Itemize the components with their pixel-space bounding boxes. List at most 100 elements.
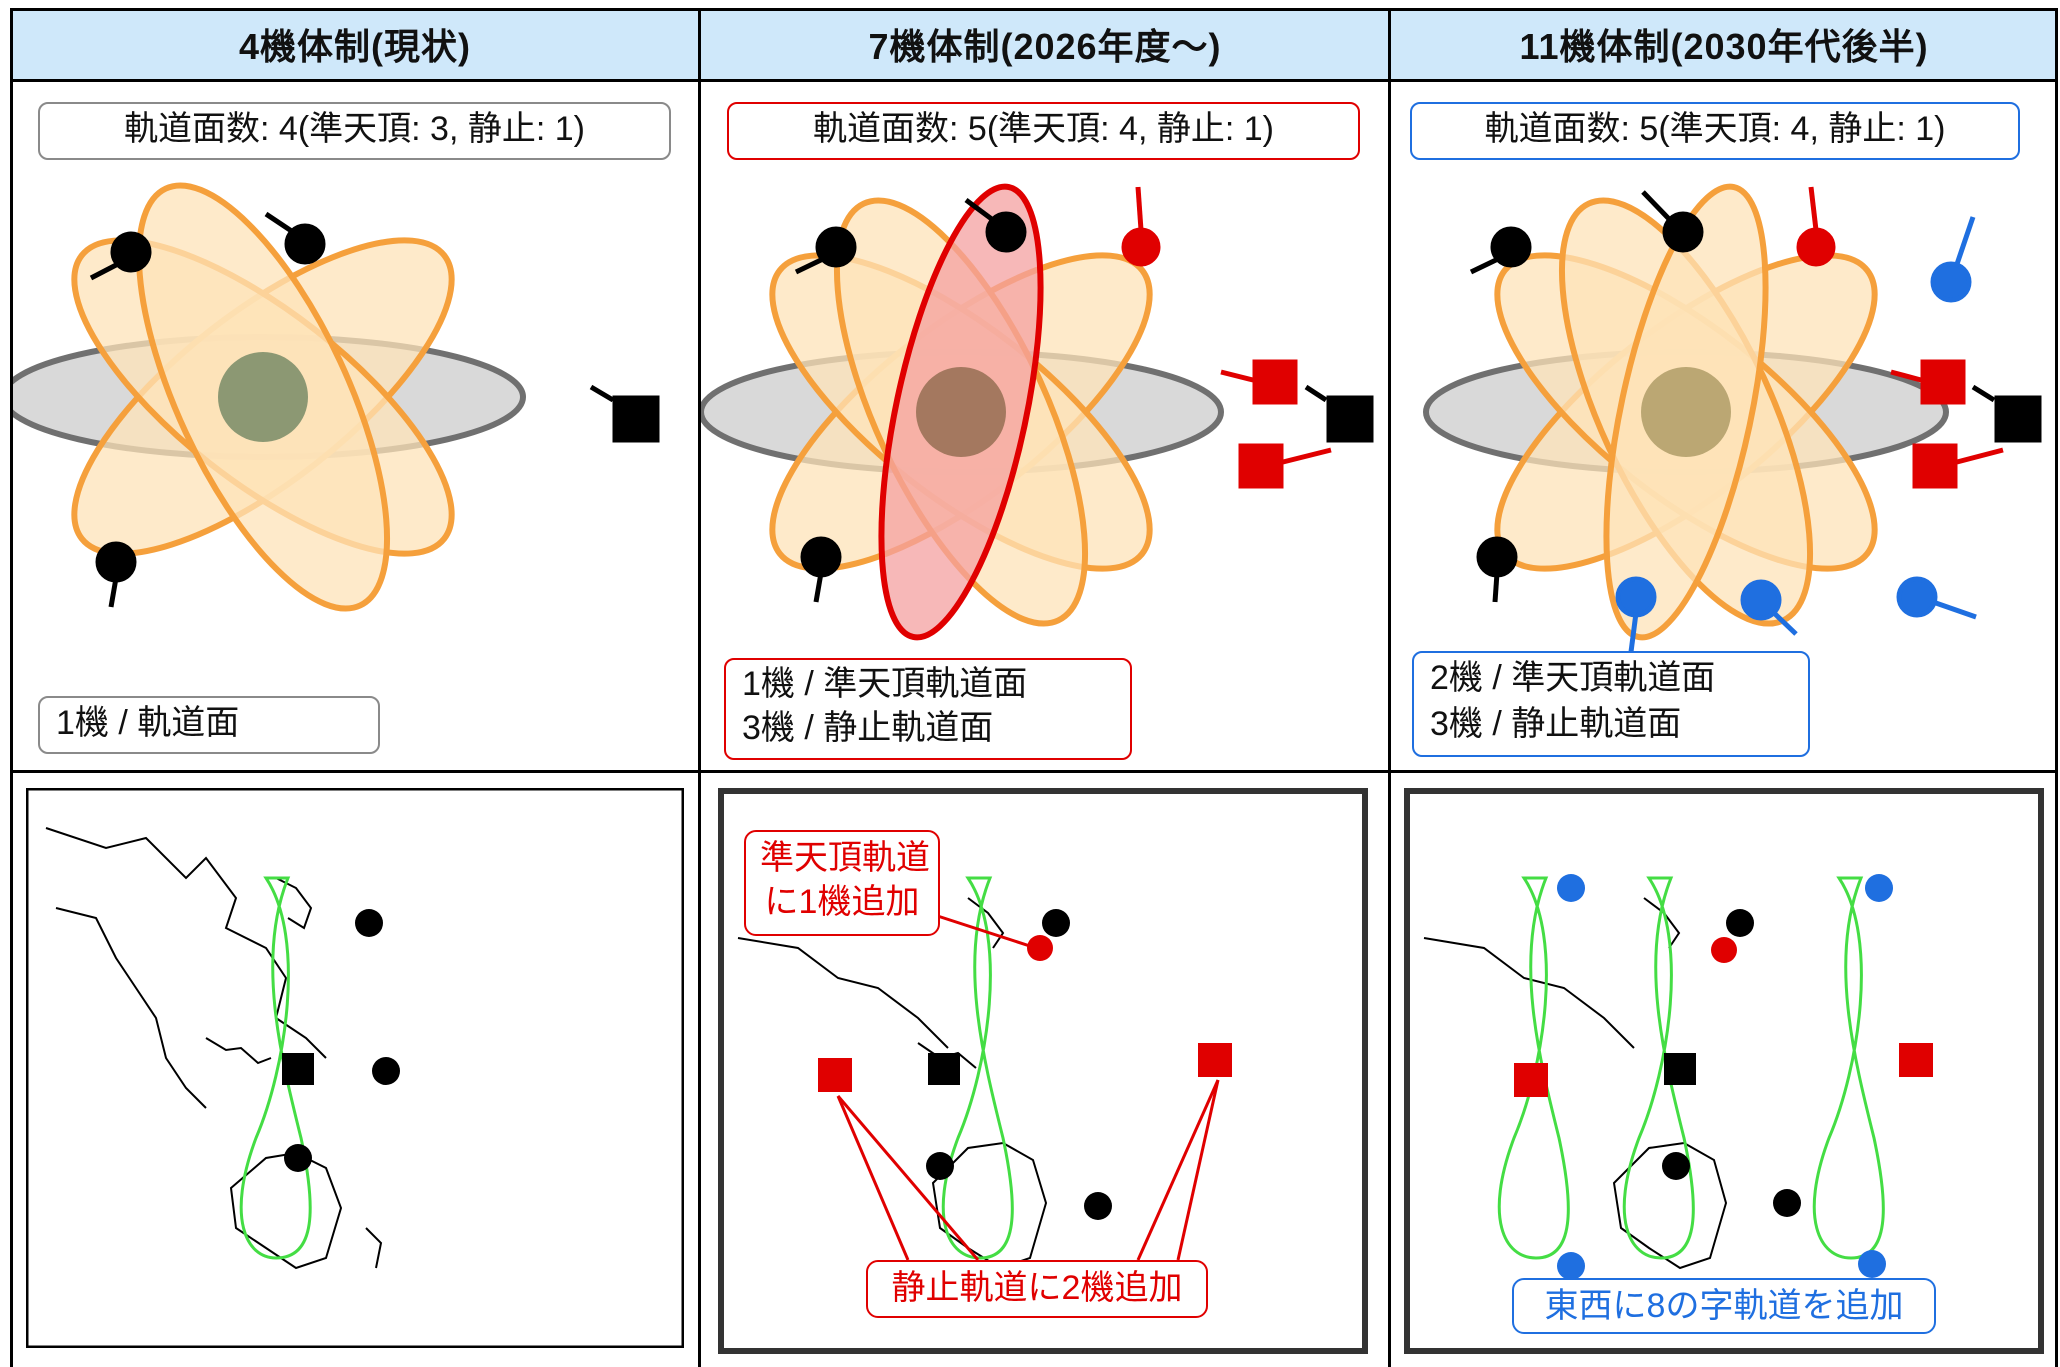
- qzs-satellite: [815, 226, 857, 268]
- coastline-australia: [229, 1151, 343, 1270]
- coastline-japan: [1643, 897, 1681, 949]
- new-qzs-satellite: [1557, 874, 1585, 902]
- orbit-diagram-4-sat: [13, 182, 660, 612]
- callout-line: に1機追加: [764, 883, 920, 921]
- coastline-asia: [1423, 937, 1635, 1049]
- figure-eight-track-center: [1622, 876, 1695, 1260]
- new-qzs-satellite: [1121, 227, 1161, 267]
- velocity-arrow: [1890, 369, 1922, 383]
- velocity-arrow: [589, 384, 615, 403]
- velocity-arrow: [1808, 186, 1819, 231]
- figure-eight-track-west: [1497, 876, 1570, 1260]
- new-geo-satellite: [818, 1058, 852, 1092]
- new-qzs-satellite: [1740, 579, 1782, 621]
- velocity-arrow: [1304, 384, 1328, 403]
- orbit-planes: [13, 182, 526, 612]
- new-qzs-satellite: [1896, 576, 1938, 618]
- qzs-satellite-red: [1796, 227, 1836, 267]
- ground-track-map-4-sat: [26, 788, 684, 1348]
- new-geo-satellite: [1198, 1043, 1232, 1077]
- qzs-satellite: [110, 231, 152, 273]
- velocity-arrow: [1971, 384, 1996, 403]
- coastline-asia: [45, 827, 327, 1059]
- table-divider-middle: [10, 770, 2058, 773]
- new-qzs-satellite: [1027, 935, 1053, 961]
- table-border-left: [10, 8, 13, 1367]
- callout-line: 準天頂軌道: [760, 839, 930, 877]
- callout-leader: [836, 1095, 980, 1261]
- earth: [1641, 367, 1731, 457]
- orbit-count-label-4-sat: 軌道面数: 4(準天頂: 3, 静止: 1): [38, 102, 671, 160]
- callout-add-figure-eight: 東西に8の字軌道を追加: [1512, 1278, 1936, 1334]
- qzs-satellite: [1726, 909, 1754, 937]
- geo-satellite: [1994, 395, 2042, 443]
- new-qzs-satellite: [1930, 261, 1972, 303]
- geo-satellite-red: [1912, 443, 1958, 489]
- qzs-satellite-red: [1711, 937, 1737, 963]
- new-geo-satellite: [1238, 443, 1284, 489]
- new-qzs-satellite: [1865, 874, 1893, 902]
- velocity-arrow: [794, 256, 825, 275]
- qzs-satellite: [1662, 1152, 1690, 1180]
- new-qzs-satellite: [1858, 1250, 1886, 1278]
- coastline-continent: [55, 907, 207, 1109]
- callout-leader: [1136, 1079, 1220, 1261]
- callout-add-qzs: 準天頂軌道 に1機追加: [744, 830, 940, 936]
- velocity-arrow: [1956, 447, 2004, 465]
- earth: [218, 352, 308, 442]
- geo-satellite-red: [1514, 1063, 1548, 1097]
- coastline-newzealand: [365, 1227, 383, 1269]
- velocity-arrow: [264, 211, 295, 235]
- velocity-arrow: [1932, 599, 1977, 620]
- qzs-satellite: [355, 909, 383, 937]
- qzs-satellite: [284, 223, 326, 265]
- header-4-sat: 4機体制(現状): [10, 8, 700, 80]
- qzs-satellite: [1084, 1192, 1112, 1220]
- velocity-arrow: [1953, 216, 1976, 268]
- table-border-top: [10, 8, 2058, 11]
- geo-satellite: [1664, 1053, 1696, 1085]
- callout-add-geo: 静止軌道に2機追加: [866, 1260, 1208, 1318]
- velocity-arrow: [1641, 190, 1672, 222]
- ground-track-map-11-sat: [1404, 788, 2044, 1354]
- velocity-arrow: [1135, 186, 1144, 231]
- earth: [916, 367, 1006, 457]
- coastline-asia: [737, 937, 949, 1049]
- velocity-arrow: [813, 572, 824, 603]
- velocity-arrow: [1282, 447, 1332, 465]
- header-11-sat: 11機体制(2030年代後半): [1390, 8, 2058, 80]
- qzs-satellite: [372, 1057, 400, 1085]
- velocity-arrow: [89, 261, 120, 281]
- orbit-count-label-11-sat: 軌道面数: 5(準天頂: 4, 静止: 1): [1410, 102, 2020, 160]
- velocity-arrow: [1771, 610, 1798, 636]
- figure-eight-track: [941, 876, 1014, 1260]
- qzs-satellite: [1476, 536, 1518, 578]
- callout-leader: [1176, 1079, 1220, 1261]
- map-frame: [1404, 788, 2044, 1354]
- callout-leader: [836, 1095, 910, 1261]
- velocity-arrow: [108, 577, 119, 608]
- velocity-arrow: [964, 197, 995, 223]
- map-frame: [26, 788, 684, 1348]
- geo-satellite-red: [1920, 359, 1966, 405]
- satellites: [89, 211, 660, 608]
- sat-note-line: 3機 / 静止軌道面: [1430, 705, 1682, 743]
- velocity-arrow: [1220, 369, 1254, 383]
- new-qzs-satellite: [1557, 1252, 1585, 1280]
- coastline-australia: [1612, 1141, 1728, 1270]
- qzs-satellite: [1662, 211, 1704, 253]
- orbit-diagram-7-sat: [701, 183, 1374, 641]
- sat-note-4-sat: 1機 / 軌道面: [38, 696, 380, 754]
- qzs-satellite: [1490, 226, 1532, 268]
- table-divider-col2: [1388, 8, 1391, 1367]
- velocity-arrow: [1469, 256, 1500, 275]
- qzs-satellite: [800, 536, 842, 578]
- sat-note-line: 1機 / 軌道面: [56, 704, 240, 742]
- geo-satellite-red: [1899, 1043, 1933, 1077]
- figure-eight-track: [239, 876, 312, 1260]
- new-geo-satellite: [1252, 359, 1298, 405]
- table-divider-header: [10, 79, 2058, 82]
- velocity-arrow: [1628, 612, 1639, 653]
- qzs-satellite: [985, 211, 1027, 253]
- figure-eight-track-east: [1812, 876, 1885, 1260]
